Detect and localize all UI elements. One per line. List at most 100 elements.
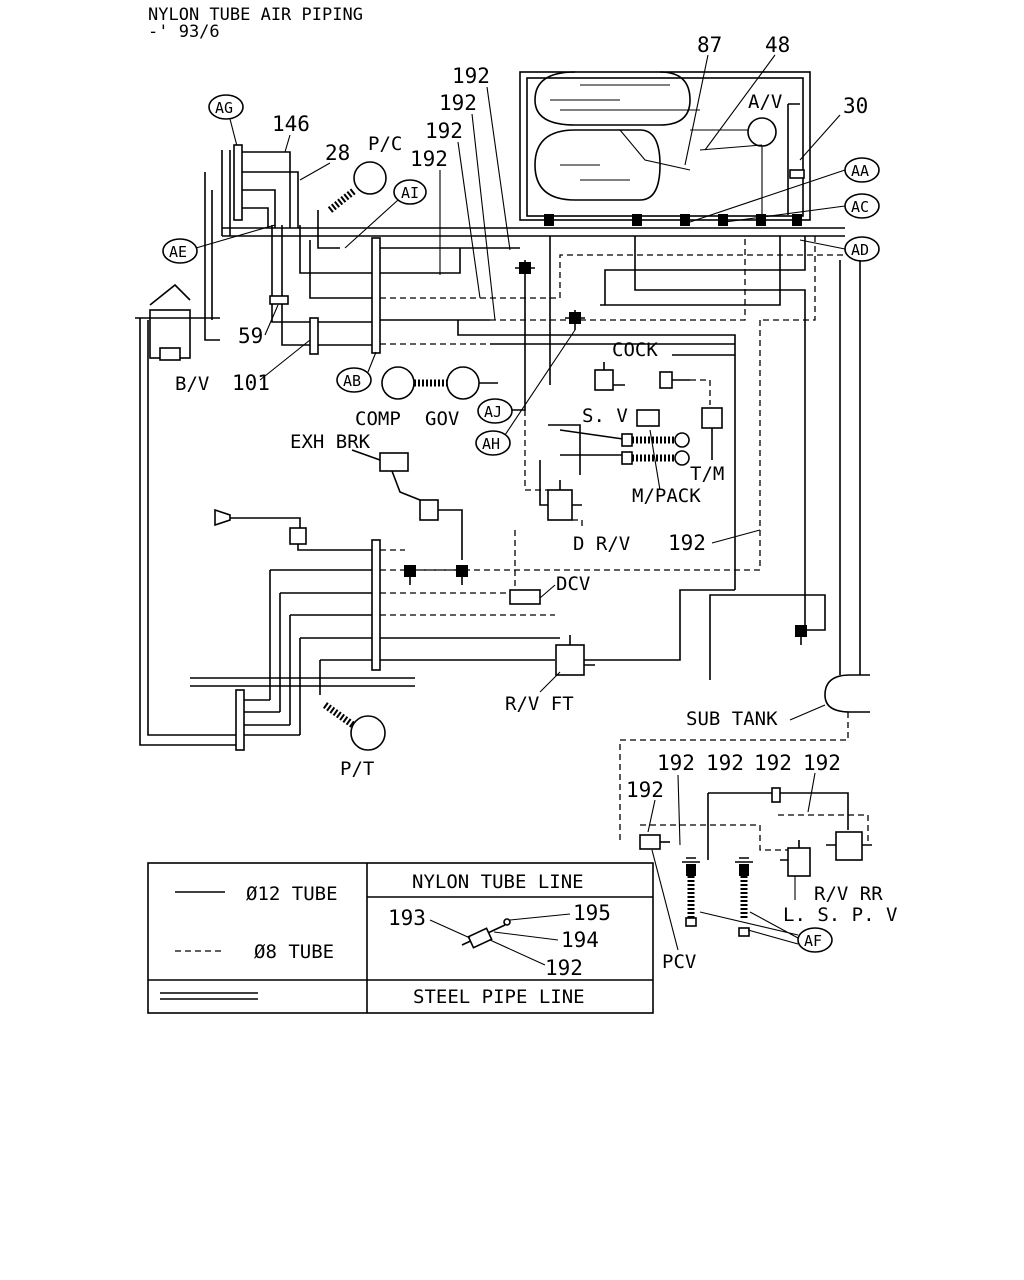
left-mid-leaders <box>259 304 311 381</box>
rvft-leader <box>539 671 561 693</box>
pcv-leader <box>651 849 679 951</box>
main-steel-rail <box>222 227 845 237</box>
bv-label: B/V <box>175 373 209 395</box>
part-192-b: 192 <box>439 91 477 115</box>
drv-192-leader <box>711 529 761 544</box>
svg-text:AG: AG <box>215 99 233 117</box>
manifold-ag <box>204 144 299 341</box>
left-vertical-rail <box>221 150 231 236</box>
tank-frame-inner <box>526 77 804 217</box>
center-pipes-b <box>457 320 736 590</box>
svg-text:AB: AB <box>343 372 361 390</box>
brake-chamber-right <box>735 857 753 937</box>
manifold-ab <box>271 225 490 354</box>
center-pipes-d <box>600 236 806 306</box>
exh-brk-label: EXH BRK <box>290 431 371 453</box>
center-dash-a <box>490 236 746 321</box>
sub-tank-label: SUB TANK <box>686 708 778 730</box>
horn-valve <box>289 527 307 545</box>
callout-aj: AJ <box>477 398 513 424</box>
mpack-label: M/PACK <box>632 485 701 507</box>
drv-pipes <box>539 460 582 506</box>
rear-pipes-a <box>707 792 849 860</box>
svg-text:AF: AF <box>804 932 822 950</box>
drv-loop-dash <box>415 320 761 595</box>
rear-dash-a <box>640 814 869 851</box>
pt-gauge <box>350 715 386 751</box>
av-pipes <box>690 129 763 215</box>
sv-unit <box>636 409 660 427</box>
av-valve <box>747 117 777 147</box>
fitting-30 <box>789 169 805 179</box>
lspv-label: L. S. P. V <box>783 904 897 926</box>
av-right-pipe <box>787 103 800 215</box>
rear-leaders <box>647 772 816 846</box>
svg-text:AE: AE <box>169 243 187 261</box>
center-pipes-a <box>440 247 520 274</box>
sub-tank <box>824 674 870 713</box>
rvft-right-loop <box>709 594 826 680</box>
drv-dash <box>524 410 583 530</box>
part-87: 87 <box>697 33 722 57</box>
part-28: 28 <box>325 141 350 165</box>
horn-pipe <box>230 517 301 530</box>
left-long-pipes <box>139 318 240 746</box>
cock-label: COCK <box>612 339 658 361</box>
air-tank-group <box>519 71 811 221</box>
callout-ad: AD <box>844 236 880 262</box>
pt-hose <box>322 702 356 728</box>
callout-af: AF <box>797 927 833 953</box>
comp-label: COMP <box>355 408 401 430</box>
dcv-unit <box>509 589 541 605</box>
pc-hose <box>327 187 358 213</box>
sub-tank-pipes <box>839 260 861 675</box>
legend-leaders <box>429 913 571 966</box>
legend-part-195: 195 <box>573 901 611 925</box>
left-top-leaders <box>284 134 331 181</box>
manifold-bottom-left <box>235 689 300 751</box>
af-leaders <box>699 911 799 945</box>
part-192-a: 192 <box>452 64 490 88</box>
part-192-r3: 192 <box>754 751 792 775</box>
pc-pipe <box>317 210 340 249</box>
exh-brk-leader <box>351 449 381 461</box>
legend-row1-label: Ø12 TUBE <box>246 883 338 905</box>
legend-row2-label: Ø8 TUBE <box>254 941 334 963</box>
part-192-c: 192 <box>425 119 463 143</box>
pc-label: P/C <box>368 133 402 155</box>
callout-ac: AC <box>844 193 880 219</box>
svg-text:AI: AI <box>401 184 419 202</box>
dcv-label: DCV <box>556 573 590 595</box>
diagram-date: -' 93/6 <box>148 22 220 42</box>
sub-tank-leader <box>789 704 826 721</box>
svg-text:AC: AC <box>851 198 869 216</box>
cock-valve <box>594 354 735 405</box>
tm-unit <box>701 407 723 429</box>
rear-fitting <box>771 787 781 803</box>
svg-text:AH: AH <box>482 435 500 453</box>
legend-part-192: 192 <box>545 956 583 980</box>
tank-pipes <box>550 84 700 181</box>
rvft-label: R/V FT <box>505 693 574 715</box>
upper-tank <box>534 71 691 126</box>
pcv-label: PCV <box>662 951 696 973</box>
center-dash-c <box>760 236 816 321</box>
lspv-unit <box>787 847 811 877</box>
exh-brk-hose <box>391 470 426 503</box>
gov-label: GOV <box>425 408 459 430</box>
legend-part-193: 193 <box>388 906 426 930</box>
mpack-fittings <box>621 432 690 466</box>
part-192-r2: 192 <box>706 751 744 775</box>
drv-unit <box>547 489 573 521</box>
part-192-drv: 192 <box>668 531 706 555</box>
rvrr-unit <box>835 831 863 861</box>
ab-leader <box>367 351 377 373</box>
brake-chamber-left <box>682 857 700 927</box>
svg-text:AJ: AJ <box>484 403 502 421</box>
sv-pipes <box>548 424 631 475</box>
legend-nylon-header: NYLON TUBE LINE <box>412 871 584 893</box>
callout-ab: AB <box>336 367 372 393</box>
tee-fittings-lower <box>404 565 468 585</box>
part-48: 48 <box>765 33 790 57</box>
